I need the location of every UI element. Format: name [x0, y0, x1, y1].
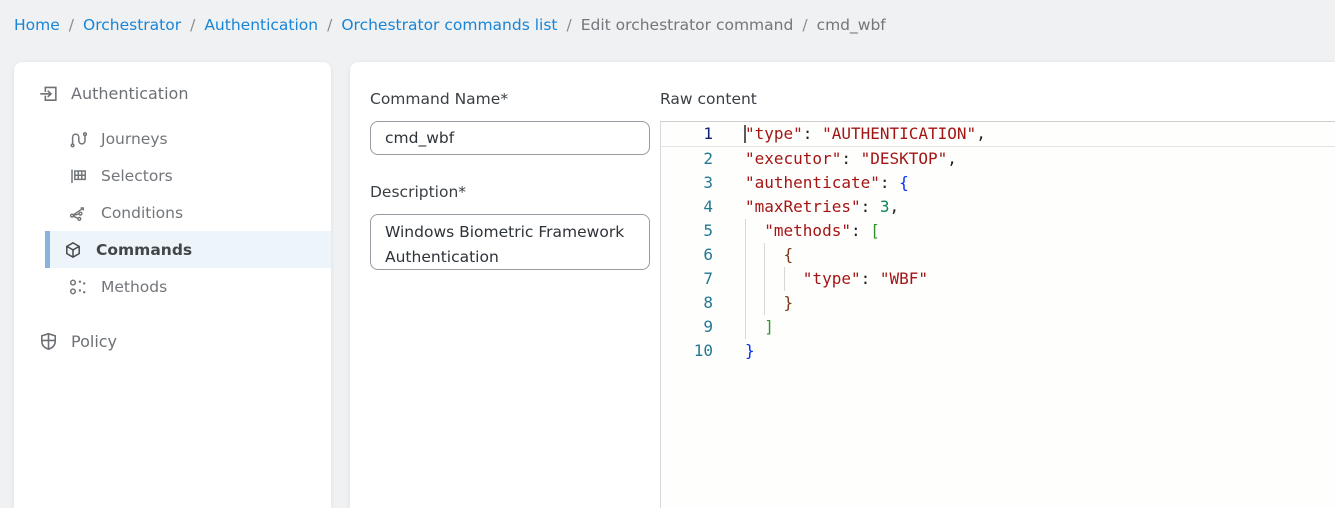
indent-guide — [745, 219, 746, 243]
indent-guide — [745, 291, 746, 315]
line-number: 8 — [703, 293, 713, 312]
conditions-branch-icon — [69, 206, 85, 221]
sidebar: Authentication Journeys Selectors — [14, 62, 331, 508]
indent-guide — [764, 267, 766, 291]
sidebar-item-label: Methods — [101, 277, 168, 296]
sidebar-section-label: Authentication — [71, 84, 189, 103]
sidebar-item-label: Commands — [96, 240, 193, 259]
sidebar-items: Journeys Selectors Conditions — [14, 120, 331, 305]
sidebar-section-authentication[interactable]: Authentication — [14, 62, 331, 104]
line-number: 6 — [703, 245, 713, 264]
text-cursor — [744, 125, 746, 143]
sidebar-item-label: Selectors — [101, 166, 173, 185]
indent-guide — [745, 315, 746, 339]
indent-guide — [745, 243, 746, 267]
code-line: 2"executor": "DESKTOP", — [661, 147, 1335, 171]
command-form: Command Name* Description* Windows Biome… — [370, 62, 673, 270]
indent-guide — [764, 291, 766, 315]
sidebar-item-selectors[interactable]: Selectors — [45, 157, 331, 194]
breadcrumb-separator: / — [566, 16, 572, 34]
code-line: 6 { — [661, 243, 1335, 267]
raw-content-editor[interactable]: 1"type": "AUTHENTICATION",2"executor": "… — [660, 121, 1335, 508]
indent-guide — [764, 243, 766, 267]
sidebar-item-policy[interactable]: Policy — [14, 305, 331, 352]
code-line: 9 ] — [661, 315, 1335, 339]
breadcrumb-separator: / — [327, 16, 333, 34]
code-line: 7 "type": "WBF" — [661, 267, 1335, 291]
code-line: 8 } — [661, 291, 1335, 315]
sidebar-item-journeys[interactable]: Journeys — [45, 120, 331, 157]
methods-dots-icon — [69, 279, 86, 294]
line-number: 3 — [703, 173, 713, 192]
raw-content-section: Raw content 1"type": "AUTHENTICATION",2"… — [660, 62, 1335, 508]
description-label: Description* — [370, 183, 467, 201]
policy-shield-icon — [40, 332, 57, 351]
commands-cube-icon — [66, 241, 80, 258]
breadcrumb-edit-command: Edit orchestrator command — [580, 16, 794, 34]
sidebar-item-methods[interactable]: Methods — [45, 268, 331, 305]
line-number: 7 — [703, 269, 713, 288]
breadcrumb-authentication[interactable]: Authentication — [204, 16, 319, 34]
breadcrumb-home[interactable]: Home — [14, 16, 60, 34]
command-name-label: Command Name* — [370, 90, 509, 108]
code-line: 10} — [661, 339, 1335, 363]
sidebar-item-commands[interactable]: Commands — [45, 231, 331, 268]
indent-guide — [745, 267, 746, 291]
selectors-table-icon — [71, 169, 86, 183]
line-number: 5 — [703, 221, 713, 240]
code-line: 1"type": "AUTHENTICATION", — [661, 122, 1335, 147]
code-lines: 1"type": "AUTHENTICATION",2"executor": "… — [661, 122, 1335, 363]
line-number: 1 — [703, 124, 713, 143]
code-line: 5 "methods": [ — [661, 219, 1335, 243]
indent-guide — [783, 267, 785, 291]
command-name-input[interactable] — [370, 121, 650, 155]
login-icon — [40, 86, 57, 102]
sidebar-item-label: Policy — [71, 332, 118, 351]
sidebar-item-label: Conditions — [101, 203, 184, 222]
breadcrumb-separator: / — [68, 16, 75, 34]
sidebar-item-label: Journeys — [101, 129, 168, 148]
journeys-route-icon — [70, 131, 88, 147]
description-textarea[interactable]: Windows Biometric Framework Authenticati… — [370, 214, 650, 270]
edit-command-panel: Command Name* Description* Windows Biome… — [350, 62, 1335, 508]
line-number: 4 — [703, 197, 713, 216]
raw-content-label: Raw content — [660, 90, 757, 108]
code-line: 4"maxRetries": 3, — [661, 195, 1335, 219]
breadcrumb-separator: / — [190, 16, 196, 34]
breadcrumb-commands-list[interactable]: Orchestrator commands list — [341, 16, 558, 34]
line-number: 10 — [693, 341, 713, 360]
breadcrumb-separator: / — [802, 16, 808, 34]
breadcrumb-orchestrator[interactable]: Orchestrator — [83, 16, 182, 34]
breadcrumb-current-cmd: cmd_wbf — [816, 16, 886, 34]
line-number: 2 — [703, 149, 713, 168]
breadcrumb: Home / Orchestrator / Authentication / O… — [14, 16, 1325, 34]
code-line: 3"authenticate": { — [661, 171, 1335, 195]
sidebar-item-conditions[interactable]: Conditions — [45, 194, 331, 231]
line-number: 9 — [703, 317, 713, 336]
